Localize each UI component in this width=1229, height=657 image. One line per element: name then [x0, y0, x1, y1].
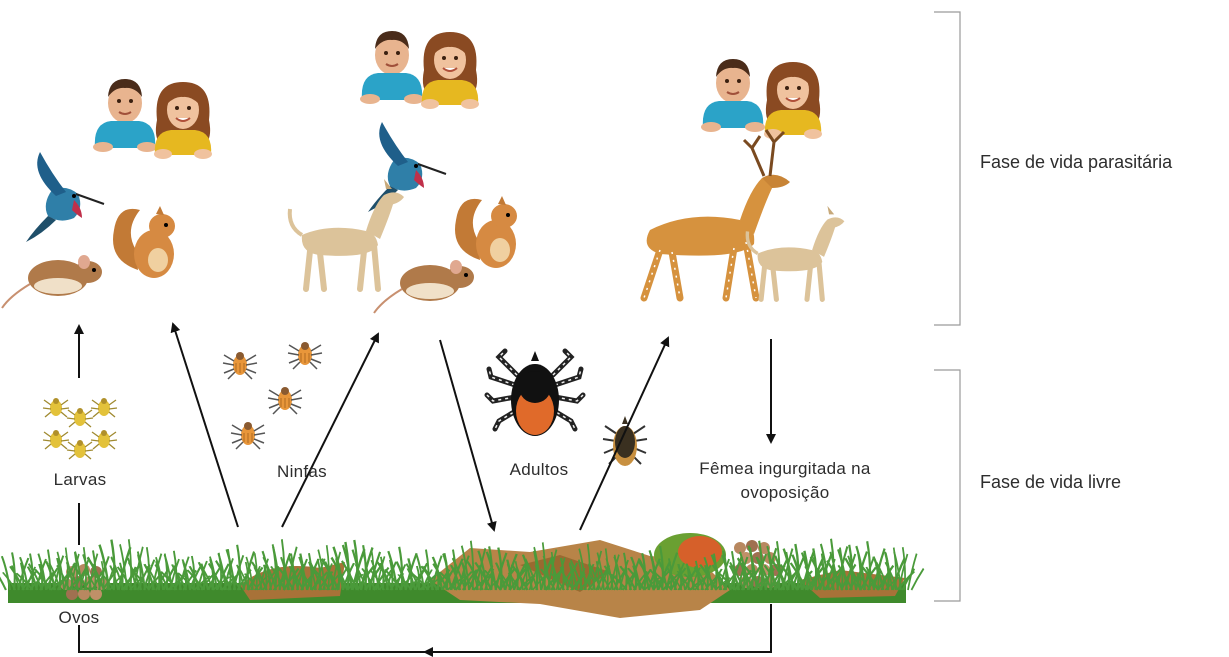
arrow-larvae-down-return	[173, 324, 238, 527]
host-group-larvae	[2, 79, 212, 308]
phase-free-label: Fase de vida livre	[980, 472, 1121, 493]
child-boy-2	[360, 31, 424, 104]
child-boy-3	[701, 59, 765, 132]
squirrel-2	[455, 196, 517, 268]
label-engorged-female: Fêmea ingurgitada na ovoposição	[699, 457, 870, 505]
squirrel-1	[113, 206, 175, 278]
arrow-adult-up	[580, 338, 668, 530]
nymph-cluster	[223, 342, 322, 449]
label-nymphs: Ninfas	[277, 462, 327, 482]
adult-tick-small	[603, 416, 647, 466]
label-engorged-female-line2: ovoposição	[699, 481, 870, 505]
deer	[644, 130, 790, 298]
bracket-free	[934, 370, 960, 601]
hummingbird-1	[26, 152, 104, 242]
mouse-2	[374, 260, 474, 313]
arrow-return-bottom-left	[79, 625, 425, 652]
label-larvae: Larvas	[54, 470, 107, 490]
label-adults: Adultos	[510, 460, 569, 480]
dog-2	[747, 206, 844, 300]
hummingbird-2	[368, 122, 446, 212]
grass	[0, 539, 924, 590]
child-girl-2	[421, 32, 479, 109]
child-girl-1	[154, 82, 212, 159]
bracket-parasitic	[934, 12, 960, 325]
label-engorged-female-line1: Fêmea ingurgitada na	[699, 457, 870, 481]
child-girl-3	[764, 62, 822, 139]
dog-1	[290, 179, 404, 289]
child-boy-1	[93, 79, 157, 152]
host-group-adults	[644, 59, 844, 299]
ground-strip	[0, 533, 924, 618]
label-eggs: Ovos	[59, 608, 100, 628]
arrow-nymph-up	[282, 334, 378, 527]
arrow-nymph-down	[440, 340, 494, 530]
adult-tick	[487, 351, 583, 436]
host-group-nymphs	[290, 31, 517, 313]
phase-parasitic-label: Fase de vida parasitária	[980, 152, 1172, 173]
larvae-cluster	[43, 398, 117, 459]
mouse-1	[2, 255, 102, 308]
